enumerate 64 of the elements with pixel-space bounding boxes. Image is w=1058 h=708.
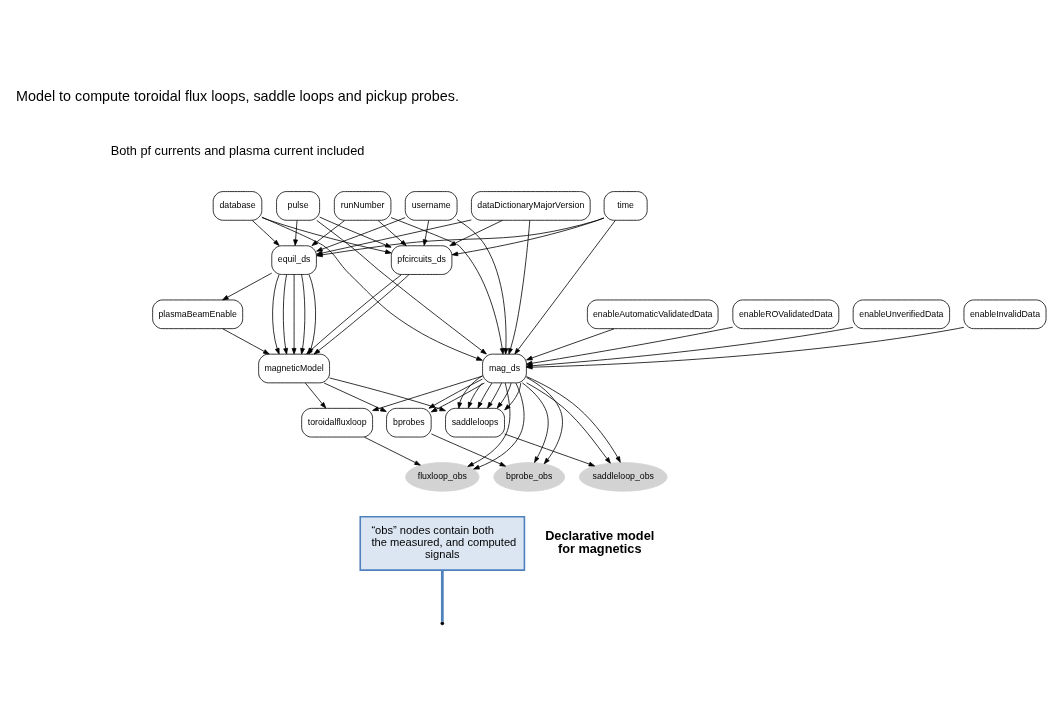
arrow: [526, 376, 621, 463]
arrow: [456, 219, 509, 355]
node-box: plasmaBeamEnable: [152, 299, 244, 330]
node-box: saddleloops: [445, 407, 505, 438]
node-box: time: [603, 191, 648, 221]
arrow: [457, 375, 483, 409]
arrow: [477, 382, 493, 409]
arrow: [514, 220, 616, 355]
node-box: dataDictionaryMajorVersion: [471, 191, 591, 221]
arrow: [291, 274, 297, 355]
arrow: [496, 382, 512, 409]
node-box: enableROValidatedData: [732, 299, 840, 330]
node-box: bprobes: [386, 407, 432, 438]
arrow: [329, 377, 446, 412]
arrow: [364, 436, 421, 466]
arrow: [487, 382, 502, 409]
label: Declarative model for magnetics: [545, 528, 655, 556]
arrow: [526, 377, 563, 465]
arrow: [311, 220, 345, 246]
arrow: [319, 216, 392, 248]
node-box: magneticModel: [258, 353, 330, 384]
node-box: equil_ds: [271, 245, 317, 275]
node-box: mag_ds: [482, 353, 527, 384]
node-box: enableUnverifiedData: [852, 299, 950, 330]
arrow: [372, 375, 483, 412]
arrow: [473, 382, 525, 470]
arrow: [323, 382, 387, 412]
arrow: [282, 274, 288, 355]
node-box: database: [212, 191, 263, 221]
arrow: [272, 274, 280, 355]
arrow: [261, 216, 483, 361]
connector: [440, 570, 444, 622]
node-box: enableInvalidData: [963, 299, 1047, 330]
arrow: [222, 272, 273, 301]
arrow: [451, 217, 605, 257]
node-box: enableAutomaticValidatedData: [587, 299, 719, 330]
label: Model to compute toroidal flux loops, saddle loops and pickup probes.: [16, 88, 459, 105]
arrow: [526, 328, 615, 361]
node-box: runNumber: [333, 191, 392, 221]
arrow: [504, 382, 522, 411]
arrow: [222, 328, 270, 355]
node-box: pfcircuits_ds: [390, 245, 453, 275]
arrow: [449, 220, 503, 247]
node-box: “obs” nodes contain both the measured, and computed signals: [359, 515, 526, 571]
arrow: [521, 382, 549, 463]
arrow: [390, 217, 505, 355]
arrow: [377, 220, 407, 246]
arrow: [526, 326, 734, 366]
arrow: [251, 220, 280, 246]
arrow: [467, 382, 483, 409]
node-box: username: [404, 191, 458, 221]
arrow: [305, 382, 327, 409]
arrow: [422, 220, 430, 246]
arrow: [293, 220, 298, 246]
arrow: [316, 217, 406, 252]
arrow: [300, 274, 306, 355]
arrow: [526, 382, 611, 464]
arrow: [430, 433, 506, 467]
arrow: [508, 219, 531, 355]
node-box: pulse: [276, 191, 320, 221]
arrow: [504, 433, 596, 467]
arrow: [467, 382, 511, 467]
node-box: toroidalfluxloop: [301, 407, 373, 438]
label: Both pf currents and plasma current included: [110, 142, 365, 158]
